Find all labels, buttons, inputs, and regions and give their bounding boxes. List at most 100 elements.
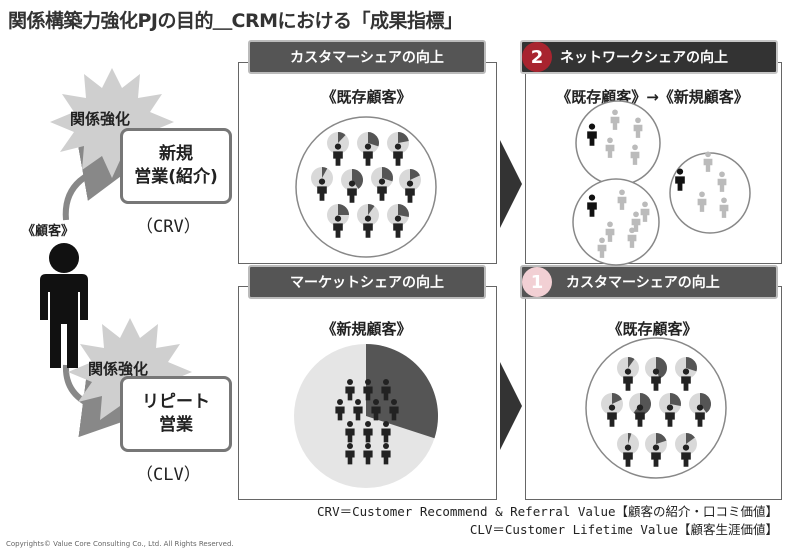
referred-customer-icon	[633, 117, 643, 138]
referred-customer-icon	[610, 109, 620, 130]
customer-person-icon	[393, 215, 403, 238]
share-pie-bottom-5-slice	[670, 393, 682, 407]
burst-label-bottom: 関係強化	[88, 360, 149, 378]
share-pie-bottom-9-slice	[686, 433, 695, 444]
badge-1: 1	[522, 267, 552, 297]
new-customer-icon	[345, 442, 355, 465]
header-bot-right: カスタマーシェアの向上	[520, 265, 778, 299]
chevron-top	[500, 140, 522, 228]
new-customer-icon	[345, 420, 355, 443]
repeat-sales-box: リピート営業	[120, 376, 232, 452]
referred-customer-icon	[703, 151, 713, 172]
customer-person-icon	[333, 143, 343, 166]
share-pie-bottom-6-slice	[700, 393, 712, 413]
existing-customer-icon	[587, 194, 597, 217]
new-customer-icon	[363, 420, 373, 443]
new-sales-line2: 営業(紹介)	[134, 167, 218, 187]
network-circle-a	[575, 100, 661, 186]
market-pie-slice	[366, 344, 439, 439]
customer-person-icon	[363, 215, 373, 238]
burst-label-top: 関係強化	[70, 110, 131, 128]
customer-person-icon	[623, 368, 633, 391]
note-clv: CLV＝Customer Lifetime Value【顧客生涯価値】	[469, 522, 778, 537]
sub-top-right: 《既存顧客》→《新規顧客》	[556, 88, 749, 106]
customer-person-icon	[695, 404, 705, 427]
burst-shape-bottom	[68, 318, 192, 428]
share-pie-bottom-8-slice	[656, 433, 667, 444]
share-pie-bottom-0-slice	[628, 357, 635, 368]
referred-customer-icon	[640, 201, 650, 222]
share-pie-top-6-slice	[410, 169, 420, 180]
referred-customer-icon	[617, 189, 627, 210]
page-title: 関係構築力強化PJの目的＿CRMにおける「成果指標」	[8, 10, 463, 32]
header-bot-mid: マーケットシェアの向上	[248, 265, 486, 299]
referred-customer-icon	[627, 227, 637, 248]
referred-customer-icon	[719, 197, 729, 218]
note-crv: CRV＝Customer Recommend & Referral Value【…	[317, 504, 778, 519]
header-top-right: ネットワークシェアの向上	[520, 40, 778, 74]
network-circle-c	[572, 178, 660, 266]
new-customer-icon	[353, 398, 363, 421]
chevron-bottom	[500, 362, 522, 450]
customer-person-icon	[635, 404, 645, 427]
sub-top-mid: 《既存顧客》	[321, 88, 412, 106]
customer-person-icon	[681, 368, 691, 391]
customer-person-icon	[333, 215, 343, 238]
new-sales-box: 新規営業(紹介)	[120, 128, 232, 204]
referred-customer-icon	[605, 221, 615, 242]
referred-customer-icon	[605, 137, 615, 158]
referred-customer-icon	[597, 237, 607, 258]
customer-person-icon	[317, 178, 327, 201]
new-customer-icon	[335, 398, 345, 421]
customer-person-icon	[607, 404, 617, 427]
share-pie-top-1-slice	[368, 132, 379, 147]
new-customer-icon	[363, 378, 373, 401]
share-pie-bottom-1-slice	[656, 357, 667, 379]
customer-person-icon	[347, 180, 357, 203]
share-pie-top-8-slice	[368, 204, 375, 215]
copyright: Copyrights© Value Core Consulting Co., L…	[6, 540, 234, 548]
new-customer-icon	[345, 378, 355, 401]
badge-2: 2	[522, 42, 552, 72]
new-customer-icon	[389, 398, 399, 421]
customer-person-icon	[363, 143, 373, 166]
sub-bot-right: 《既存顧客》	[607, 320, 698, 338]
share-pie-top-9-slice	[398, 204, 409, 218]
customer-label: 《顧客》	[22, 224, 75, 239]
customer-person-icon	[623, 444, 633, 467]
referred-customer-icon	[697, 191, 707, 212]
customer-person-icon	[377, 178, 387, 201]
referred-customer-icon	[630, 144, 640, 165]
new-customer-icon	[381, 378, 391, 401]
repeat-sales-line2: 営業	[159, 415, 193, 435]
new-customer-icon	[381, 442, 391, 465]
customer-person-icon	[405, 180, 415, 203]
share-pie-top-5-slice	[382, 167, 393, 182]
customer-person-icon	[651, 368, 661, 391]
share-pie-bottom-2-slice	[686, 357, 697, 372]
new-customer-icon	[381, 420, 391, 443]
share-pie-top-7-slice	[338, 204, 349, 215]
customer-person-icon	[40, 243, 88, 368]
customer-person-icon	[681, 444, 691, 467]
share-pie-bottom-7-slice	[628, 433, 632, 444]
header-top-mid: カスタマーシェアの向上	[248, 40, 486, 74]
header-top-right-text: ネットワークシェアの向上	[560, 50, 728, 66]
share-pie-bottom-3-slice	[612, 393, 622, 404]
sub-bot-mid: 《新規顧客》	[321, 320, 412, 338]
new-customer-icon	[371, 398, 381, 421]
customer-person-icon	[393, 143, 403, 166]
referred-customer-icon	[717, 171, 727, 192]
share-pie-top-0-slice	[338, 132, 346, 143]
repeat-sales-line1: リピート	[142, 392, 210, 413]
existing-customer-icon	[675, 168, 685, 191]
header-bot-right-text: カスタマーシェアの向上	[566, 275, 720, 291]
referred-customer-icon	[631, 211, 641, 232]
burst-shape-top	[50, 68, 174, 178]
customer-person-icon	[651, 444, 661, 467]
new-customer-icon	[363, 442, 373, 465]
customer-person-icon	[665, 404, 675, 427]
share-pie-top-4-slice	[352, 169, 363, 189]
